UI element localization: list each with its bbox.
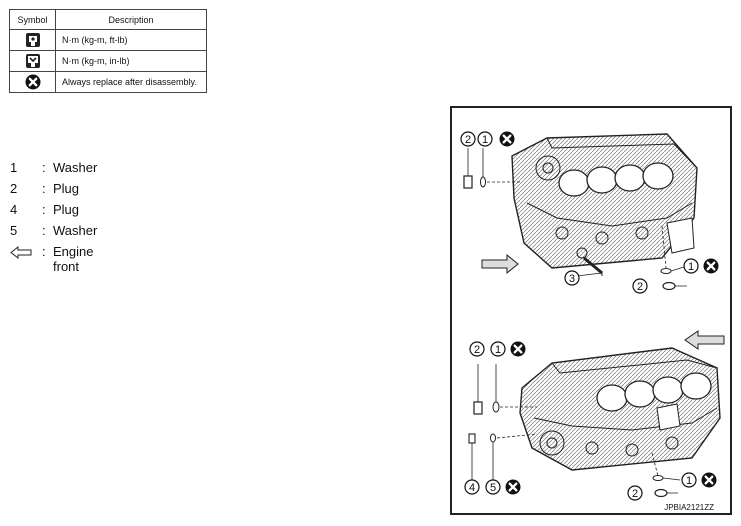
drain-bolt xyxy=(576,256,603,277)
symbol-table-header: Symbol Description xyxy=(9,9,207,30)
header-symbol: Symbol xyxy=(9,9,56,30)
figure-id: JPBIA2121ZZ xyxy=(664,503,714,512)
symbol-row: N·m (kg-m, in-lb) xyxy=(9,50,207,72)
symbol-row: N·m (kg-m, ft-lb) xyxy=(9,29,207,51)
plug-bottom-left xyxy=(468,364,538,480)
legend-text: Plug xyxy=(53,181,80,196)
engine-block-bottom xyxy=(519,347,721,471)
symbol-description: Always replace after disassembly. xyxy=(55,71,207,93)
engine-front-arrow-top xyxy=(481,253,519,275)
engine-front-arrow-bottom xyxy=(684,330,725,350)
callout-2: 2 xyxy=(637,281,643,293)
callout-3: 3 xyxy=(569,273,575,285)
legend-key: 1 xyxy=(10,160,18,175)
symbol-table: Symbol Description N·m (kg-m, ft-lb) N·m… xyxy=(9,9,207,93)
replace-x-icon xyxy=(504,478,522,496)
symbol-description: N·m (kg-m, ft-lb) xyxy=(55,29,207,51)
legend-text: Washer xyxy=(53,223,98,238)
replace-x-icon xyxy=(9,71,56,93)
header-description: Description xyxy=(55,9,207,30)
callout-1: 1 xyxy=(686,475,692,487)
legend-separator: : xyxy=(42,244,46,259)
callout-5: 5 xyxy=(490,482,496,494)
replace-x-icon xyxy=(702,257,720,275)
legend-separator: : xyxy=(42,160,46,175)
replace-x-icon xyxy=(498,130,516,148)
legend-key: 5 xyxy=(10,223,18,238)
legend-separator: : xyxy=(42,223,46,238)
callout-1: 1 xyxy=(482,134,488,146)
plug-top-left xyxy=(463,148,522,189)
replace-x-icon xyxy=(509,340,527,358)
symbol-row: Always replace after disassembly. xyxy=(9,71,207,93)
callout-2: 2 xyxy=(465,134,471,146)
callout-1: 1 xyxy=(495,344,501,356)
legend-key: 2 xyxy=(10,181,18,196)
torque-wrench-small-icon xyxy=(9,50,56,72)
callout-2: 2 xyxy=(632,488,638,500)
engine-block-figure: 2 1 1 2 3 2 1 4 5 xyxy=(450,106,732,515)
legend-text: Plug xyxy=(53,202,80,217)
legend-text: Washer xyxy=(53,160,98,175)
legend-key: 4 xyxy=(10,202,18,217)
legend-separator: : xyxy=(42,181,46,196)
engine-block-top xyxy=(511,133,698,269)
callout-1: 1 xyxy=(688,261,694,273)
engine-block-diagram: 2 1 1 2 3 2 1 4 5 xyxy=(460,130,725,501)
torque-wrench-icon xyxy=(9,29,56,51)
engine-front-arrow-icon xyxy=(10,245,32,262)
plug-bottom-right xyxy=(651,452,681,498)
symbol-description: N·m (kg-m, in-lb) xyxy=(55,50,207,72)
legend-text: Engine front xyxy=(53,244,94,274)
replace-x-icon xyxy=(700,471,718,489)
legend-separator: : xyxy=(42,202,46,217)
callout-4: 4 xyxy=(469,482,475,494)
callout-2: 2 xyxy=(474,344,480,356)
